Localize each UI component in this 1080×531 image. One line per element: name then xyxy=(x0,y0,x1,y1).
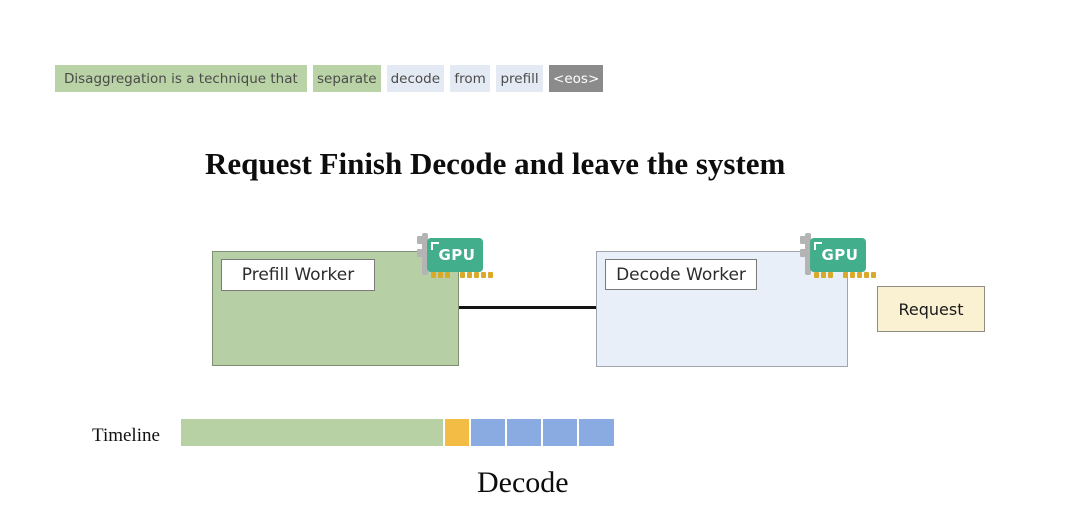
token: prefill xyxy=(496,65,544,92)
gpu-bracket-tab xyxy=(800,236,806,244)
token: from xyxy=(450,65,491,92)
gpu-bracket-tab xyxy=(800,249,806,257)
slide-title: Request Finish Decode and leave the syst… xyxy=(205,146,786,181)
gpu-pins xyxy=(431,272,493,278)
gpu-bracket xyxy=(422,233,428,275)
decode-step-segment xyxy=(471,419,505,446)
gpu-icon: GPU xyxy=(797,232,876,279)
gpu-label-text: GPU xyxy=(821,246,859,264)
token: Disaggregation is a technique that xyxy=(55,65,307,92)
timeline-label: Timeline xyxy=(92,425,160,446)
prefill-phase-segment xyxy=(181,419,443,446)
gpu-label-text: GPU xyxy=(438,246,476,264)
gpu-card: GPU xyxy=(810,238,866,272)
timeline-caption: Decode xyxy=(477,466,569,499)
prefill-worker-label: Prefill Worker xyxy=(221,259,375,291)
prefill-worker-box: Prefill Worker xyxy=(212,251,459,366)
request-label-text: Request xyxy=(898,299,964,319)
prefill-worker-label-text: Prefill Worker xyxy=(241,265,355,285)
token: <eos> xyxy=(549,65,604,92)
gpu-pins xyxy=(814,272,876,278)
gpu-icon: GPU xyxy=(414,232,493,279)
token: separate xyxy=(313,65,381,92)
decode-step-segment xyxy=(543,419,577,446)
gpu-corner-mark xyxy=(814,242,822,250)
decode-worker-label-text: Decode Worker xyxy=(616,264,746,285)
gpu-bracket xyxy=(805,233,811,275)
decode-step-segment xyxy=(579,419,614,446)
request-box: Request xyxy=(877,286,985,332)
gpu-bracket-tab xyxy=(417,236,423,244)
gpu-corner-mark xyxy=(431,242,439,250)
timeline-bar xyxy=(181,419,614,446)
gpu-bracket-tab xyxy=(417,249,423,257)
token: decode xyxy=(386,65,445,92)
connector-line xyxy=(459,306,596,309)
gpu-card: GPU xyxy=(427,238,483,272)
transfer-segment xyxy=(445,419,469,446)
decode-step-segment xyxy=(507,419,541,446)
decode-worker-label: Decode Worker xyxy=(605,259,757,290)
